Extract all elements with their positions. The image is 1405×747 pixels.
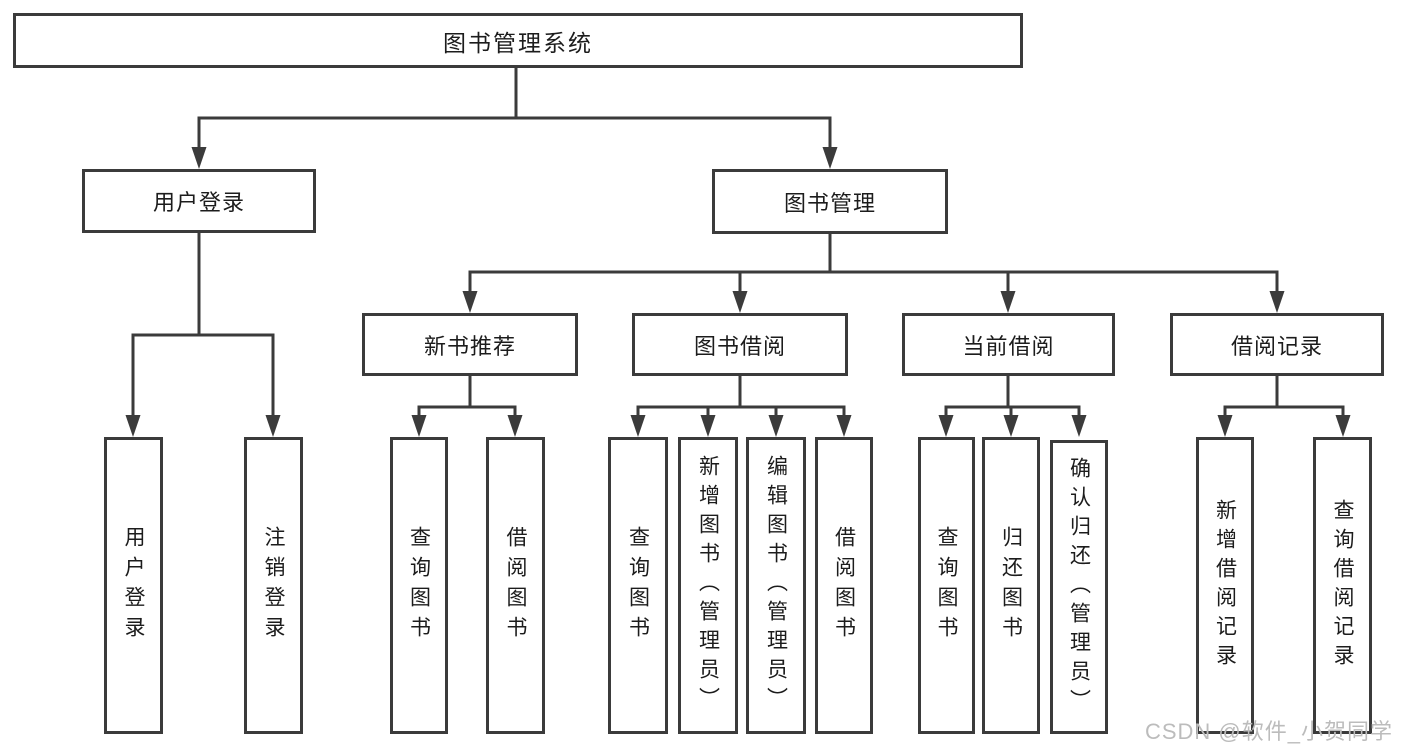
leaf-user-login: 用户登录 xyxy=(104,437,163,734)
leaf-add-borrow-record: 新增借阅记录 xyxy=(1196,437,1254,734)
connector-borrowing-records-to-leaves xyxy=(1217,376,1351,437)
node-new-book-recommend: 新书推荐 xyxy=(362,313,578,376)
leaf-query-books-borrowing: 查询图书 xyxy=(608,437,668,734)
leaf-return-books: 归还图书 xyxy=(982,437,1040,734)
leaf-query-books-current: 查询图书 xyxy=(918,437,975,734)
leaf-borrow-books-recommend: 借阅图书 xyxy=(486,437,545,734)
node-borrowing-records: 借阅记录 xyxy=(1170,313,1384,376)
node-current-borrowing: 当前借阅 xyxy=(902,313,1115,376)
leaf-query-borrow-record: 查询借阅记录 xyxy=(1313,437,1372,734)
node-book-management: 图书管理 xyxy=(712,169,948,234)
connector-new-book-recommend-to-leaves xyxy=(411,376,523,437)
node-book-borrowing: 图书借阅 xyxy=(632,313,848,376)
leaf-add-books-admin: 新增图书（管理员） xyxy=(678,437,738,734)
connector-book-management-to-level3 xyxy=(462,234,1285,313)
leaf-logout: 注销登录 xyxy=(244,437,303,734)
connector-user-login-to-leaves xyxy=(125,233,281,437)
connector-current-borrowing-to-leaves xyxy=(938,376,1087,437)
leaf-query-books-recommend: 查询图书 xyxy=(390,437,448,734)
node-library-management-system: 图书管理系统 xyxy=(13,13,1023,68)
leaf-edit-books-admin: 编辑图书（管理员） xyxy=(746,437,806,734)
connector-root-to-level2 xyxy=(191,68,838,169)
csdn-watermark: CSDN @软件_小贺同学 xyxy=(1144,719,1393,744)
node-user-login: 用户登录 xyxy=(82,169,316,233)
leaf-confirm-return-admin: 确认归还（管理员） xyxy=(1050,440,1108,734)
connector-book-borrowing-to-leaves xyxy=(630,376,852,437)
leaf-borrow-books-borrowing: 借阅图书 xyxy=(815,437,873,734)
